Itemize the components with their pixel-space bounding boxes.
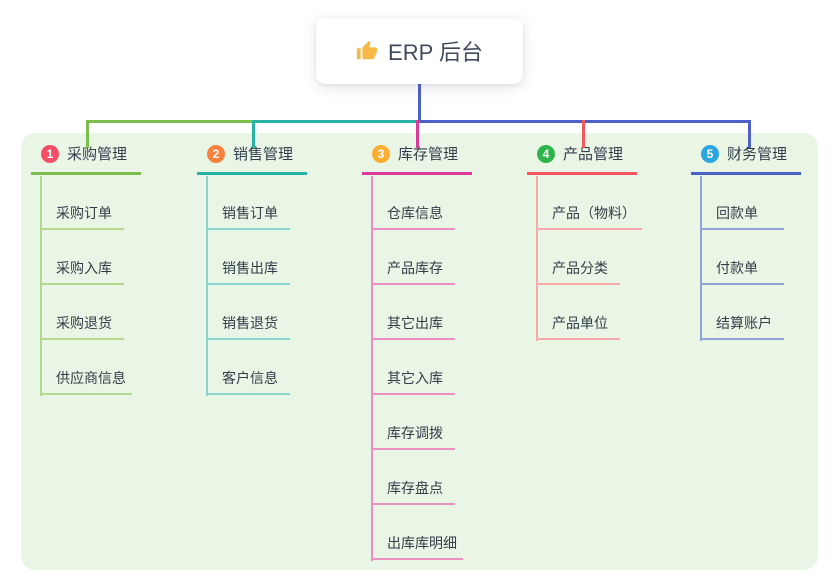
connector-drop-branch-5 — [748, 120, 751, 148]
branch-4-spine-line — [536, 176, 538, 341]
branch-5-spine-line — [700, 176, 702, 341]
branch-5-label: 财务管理 — [727, 146, 788, 163]
branch-sales: 2 销售管理 销售订单 销售出库 销售退货 客户信息 — [197, 143, 308, 396]
node-warehouse-info[interactable]: 仓库信息 — [371, 175, 472, 230]
connector-drop-branch-2 — [252, 120, 255, 148]
branch-5-badge: 5 — [701, 144, 719, 163]
node-purchase-return[interactable]: 采购退货 — [40, 285, 141, 340]
branch-2-spine-line — [206, 176, 208, 396]
branch-3-label: 库存管理 — [398, 146, 459, 163]
node-customer-info[interactable]: 客户信息 — [206, 340, 307, 395]
node-purchase-inbound[interactable]: 采购入库 — [40, 230, 141, 285]
branch-2-label: 销售管理 — [233, 146, 294, 163]
branch-4-badge: 4 — [537, 144, 555, 163]
node-product-unit[interactable]: 产品单位 — [536, 285, 642, 340]
connector-bus-right-blue — [419, 120, 751, 123]
branch-sales-header[interactable]: 2 销售管理 — [197, 143, 308, 175]
connector-drop-branch-1 — [86, 120, 89, 148]
branch-finance: 5 财务管理 回款单 付款单 结算账户 — [691, 143, 802, 341]
branch-product: 4 产品管理 产品（物料） 产品分类 产品单位 — [527, 143, 642, 341]
node-settlement-account[interactable]: 结算账户 — [700, 285, 801, 340]
root-title: ERP 后台 — [388, 40, 483, 65]
branch-3-badge: 3 — [372, 144, 390, 163]
branch-finance-header[interactable]: 5 财务管理 — [691, 143, 802, 175]
branch-1-label: 采购管理 — [67, 146, 128, 163]
node-sales-order[interactable]: 销售订单 — [206, 175, 307, 230]
node-outbound-detail[interactable]: 出库库明细 — [371, 505, 472, 560]
thumbs-up-icon — [356, 40, 378, 62]
node-supplier-info[interactable]: 供应商信息 — [40, 340, 141, 395]
branch-purchase: 1 采购管理 采购订单 采购入库 采购退货 供应商信息 — [31, 143, 142, 396]
node-product-material[interactable]: 产品（物料） — [536, 175, 642, 230]
branch-1-spine-line — [40, 176, 42, 396]
branch-4-label: 产品管理 — [563, 146, 624, 163]
node-purchase-order[interactable]: 采购订单 — [40, 175, 141, 230]
node-sales-outbound[interactable]: 销售出库 — [206, 230, 307, 285]
node-other-inbound[interactable]: 其它入库 — [371, 340, 472, 395]
branch-inventory-header[interactable]: 3 库存管理 — [362, 143, 473, 175]
connector-drop-branch-3 — [416, 120, 419, 148]
branch-1-badge: 1 — [41, 144, 59, 163]
node-other-outbound[interactable]: 其它出库 — [371, 285, 472, 340]
branch-3-spine-line — [371, 176, 373, 561]
node-product-category[interactable]: 产品分类 — [536, 230, 642, 285]
branch-product-header[interactable]: 4 产品管理 — [527, 143, 638, 175]
node-payment-bill[interactable]: 付款单 — [700, 230, 801, 285]
root-connector-line — [418, 84, 421, 122]
connector-bus-left-green — [86, 120, 254, 123]
connector-drop-branch-4 — [582, 120, 585, 148]
connector-bus-mid-teal — [254, 120, 419, 123]
branch-inventory: 3 库存管理 仓库信息 产品库存 其它出库 其它入库 库存调拨 库存盘点 出库库… — [362, 143, 473, 561]
branch-purchase-header[interactable]: 1 采购管理 — [31, 143, 142, 175]
node-product-stock[interactable]: 产品库存 — [371, 230, 472, 285]
branches-panel: 1 采购管理 采购订单 采购入库 采购退货 供应商信息 2 销售管理 销售订单 … — [21, 133, 818, 570]
node-sales-return[interactable]: 销售退货 — [206, 285, 307, 340]
root-node[interactable]: ERP 后台 — [316, 18, 523, 84]
node-receipt-bill[interactable]: 回款单 — [700, 175, 801, 230]
branch-2-badge: 2 — [207, 144, 225, 163]
node-stock-take[interactable]: 库存盘点 — [371, 450, 472, 505]
node-stock-transfer[interactable]: 库存调拨 — [371, 395, 472, 450]
